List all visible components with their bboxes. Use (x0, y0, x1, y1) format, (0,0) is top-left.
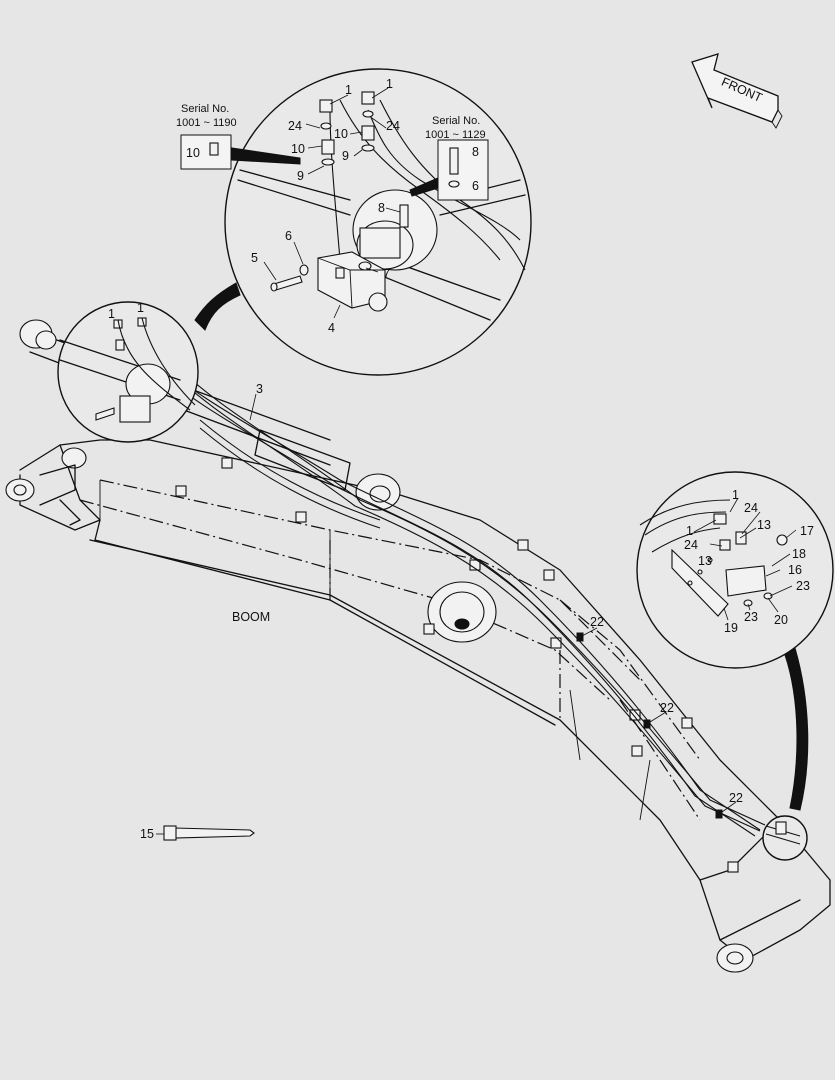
callout-24: 24 (684, 538, 698, 552)
serial-left-range: 1001 ~ 1190 (176, 117, 237, 129)
cable-tie (163, 825, 255, 841)
callout-pointer-right (784, 647, 809, 811)
callout-8: 8 (472, 145, 479, 159)
callout-22: 22 (729, 791, 743, 805)
callout-24: 24 (744, 501, 758, 515)
callout-4: 4 (328, 321, 335, 335)
callout-13: 13 (757, 518, 771, 532)
callout-24: 24 (288, 119, 302, 133)
callout-10: 10 (291, 142, 305, 156)
boom-structure (5, 439, 831, 973)
detail-right-parts (639, 499, 801, 845)
callout-17: 17 (800, 524, 814, 538)
callout-pointer-top (194, 282, 241, 331)
callout-20: 20 (774, 613, 788, 627)
detail-top-parts (237, 91, 526, 321)
detail-bubble-small (762, 815, 808, 861)
callout-19: 19 (724, 621, 738, 635)
callout-13: 13 (698, 554, 712, 568)
callout-1: 1 (345, 83, 352, 97)
callout-1: 1 (137, 301, 144, 315)
callout-18: 18 (792, 547, 806, 561)
callout-1: 1 (386, 77, 393, 91)
callout-24: 24 (386, 119, 400, 133)
callout-5: 5 (251, 251, 258, 265)
detail-bubble-left (57, 301, 199, 443)
serial-right-range: 1001 ~ 1129 (425, 129, 486, 141)
callout-23: 23 (796, 579, 810, 593)
callout-22: 22 (660, 701, 674, 715)
serial-box-left (180, 134, 301, 170)
callout-22: 22 (590, 615, 604, 629)
callout-9: 9 (297, 169, 304, 183)
callout-15: 15 (140, 827, 154, 841)
callout-9: 9 (342, 149, 349, 163)
serial-left-part: 10 (186, 146, 200, 160)
callout-3: 3 (256, 382, 263, 396)
boom-label: BOOM (232, 610, 270, 624)
callout-10: 10 (334, 127, 348, 141)
callout-6: 6 (285, 229, 292, 243)
boom-hoses (149, 359, 766, 837)
serial-right-title: Serial No. (432, 115, 480, 127)
serial-box-right (409, 139, 489, 201)
callout-1: 1 (108, 307, 115, 321)
callout-8: 8 (378, 201, 385, 215)
leader-lines (156, 87, 797, 835)
detail-left-parts (59, 317, 196, 423)
callout-1: 1 (686, 524, 693, 538)
callout-23: 23 (744, 610, 758, 624)
callout-1: 1 (732, 488, 739, 502)
front-arrow (691, 53, 783, 129)
callout-7: 7 (383, 267, 390, 281)
serial-left-title: Serial No. (181, 103, 229, 115)
callout-16: 16 (788, 563, 802, 577)
callout-6: 6 (472, 179, 479, 193)
